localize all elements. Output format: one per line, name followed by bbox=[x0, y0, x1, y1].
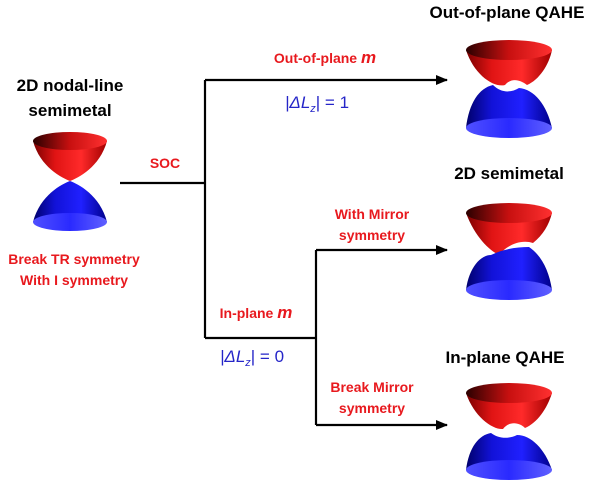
source-title-line1: 2D nodal-line bbox=[17, 76, 124, 95]
in-plane-m-label: In-plane m bbox=[220, 303, 293, 322]
break-mirror-label-line2: symmetry bbox=[339, 400, 405, 416]
semimetal-node: 2D semimetal bbox=[454, 164, 564, 300]
delta-lz-1-suffix: | = 1 bbox=[316, 93, 349, 112]
delta-lz-0-sub: z bbox=[244, 357, 251, 369]
out-of-plane-qahe-node: Out-of-plane QAHE bbox=[430, 3, 585, 138]
nodal-line-cone-icon bbox=[33, 132, 107, 231]
delta-lz-equals-0: |ΔLz| = 0 bbox=[220, 347, 284, 369]
soc-label: SOC bbox=[150, 155, 180, 171]
in-plane-m-var: m bbox=[277, 303, 292, 322]
delta-lz-equals-1: |ΔLz| = 1 bbox=[285, 93, 349, 115]
with-mirror-label-line1: With Mirror bbox=[335, 206, 410, 222]
in-plane-prefix: In-plane bbox=[220, 305, 278, 321]
semimetal-title: 2D semimetal bbox=[454, 164, 564, 183]
delta-lz-0-suffix: | = 0 bbox=[251, 347, 284, 366]
with-mirror-label-line2: symmetry bbox=[339, 227, 405, 243]
source-node: 2D nodal-line semimetal Break TR symmetr… bbox=[8, 76, 140, 288]
gapped-cone-icon bbox=[466, 40, 552, 138]
out-of-plane-qahe-title: Out-of-plane QAHE bbox=[430, 3, 585, 22]
semimetal-cone-icon bbox=[466, 203, 552, 300]
connector-lines bbox=[120, 75, 448, 430]
delta-lz-0-prefix: |ΔL bbox=[220, 347, 245, 366]
source-annotation-line2: With I symmetry bbox=[20, 272, 128, 288]
delta-lz-1-sub: z bbox=[309, 103, 316, 115]
lower-branch: In-plane m |ΔLz| = 0 With Mirror symmetr… bbox=[220, 206, 415, 416]
in-plane-gapped-cone-icon bbox=[466, 383, 552, 480]
out-of-plane-m-var: m bbox=[361, 48, 376, 67]
source-annotation-line1: Break TR symmetry bbox=[8, 251, 140, 267]
delta-lz-1-prefix: |ΔL bbox=[285, 93, 310, 112]
out-of-plane-prefix: Out-of-plane bbox=[274, 50, 361, 66]
out-of-plane-m-label: Out-of-plane m bbox=[274, 48, 376, 67]
source-title-line2: semimetal bbox=[28, 101, 111, 120]
break-mirror-label-line1: Break Mirror bbox=[330, 379, 414, 395]
in-plane-qahe-title: In-plane QAHE bbox=[445, 348, 564, 367]
in-plane-qahe-node: In-plane QAHE bbox=[445, 348, 565, 480]
upper-branch: Out-of-plane m |ΔLz| = 1 bbox=[274, 48, 376, 115]
